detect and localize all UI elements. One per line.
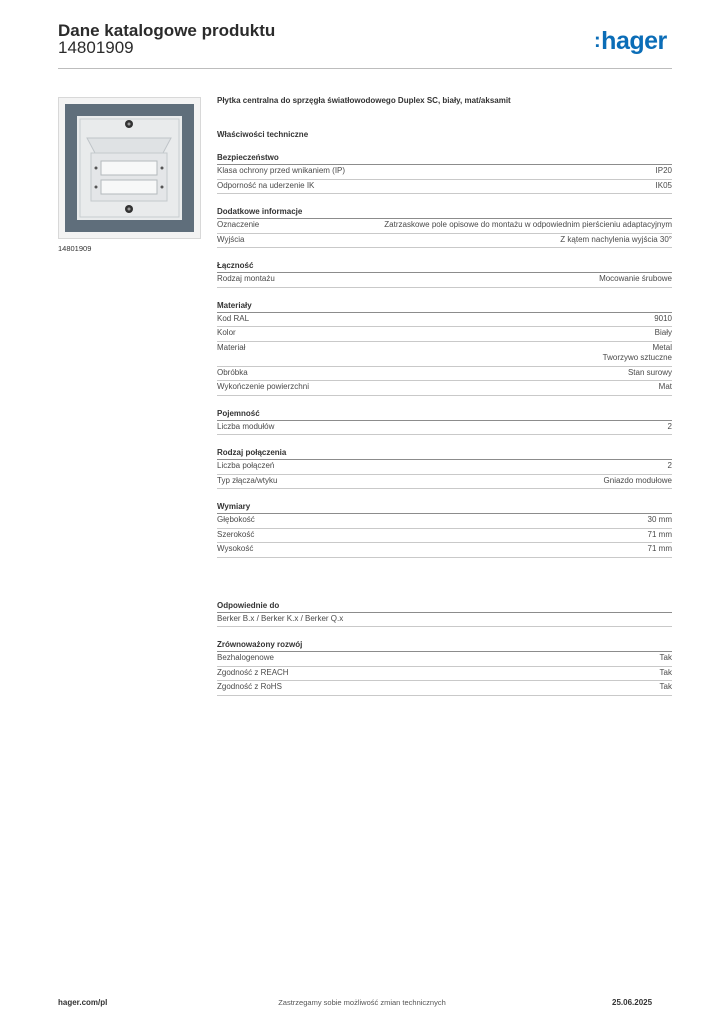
image-caption: 14801909 <box>58 244 92 253</box>
spec-row: Wykończenie powierzchni Mat <box>217 381 672 396</box>
product-image <box>58 97 201 239</box>
spec-value: Tak <box>659 682 672 691</box>
spec-row: Odporność na uderzenie IK IK05 <box>217 180 672 194</box>
product-illustration <box>65 104 194 232</box>
spec-group-title: Zrównoważony rozwój <box>217 640 672 652</box>
spec-label: Zgodność z RoHS <box>217 682 282 691</box>
spec-label: Kod RAL <box>217 313 250 323</box>
spec-value: IK05 <box>655 180 672 190</box>
spec-row: Wysokość 71 mm <box>217 543 672 558</box>
footer-website: hager.com/pl <box>58 998 108 1007</box>
page-title: Dane katalogowe produktu <box>58 21 276 40</box>
spec-row: Oznaczenie Zatrzaskowe pole opisowe do mo… <box>217 219 672 234</box>
spec-group-title: Odpowiednie do <box>217 601 672 613</box>
spec-value: Zatrzaskowe pole opisowe do montażu w od… <box>384 220 672 229</box>
spec-value: Metal Tworzywo sztuczne <box>602 342 672 363</box>
spec-group-title: Dodatkowe informacje <box>217 207 672 219</box>
spec-row: Klasa ochrony przed wnikaniem (IP) IP20 <box>217 165 672 180</box>
spec-value: Mat <box>658 382 672 391</box>
spec-group-title: Rodzaj połączenia <box>217 448 672 460</box>
footer-date: 25.06.2025 <box>612 998 653 1007</box>
spec-value: 30 mm <box>647 515 672 524</box>
spec-label: Zgodność z REACH <box>217 667 289 677</box>
spec-label: Klasa ochrony przed wnikaniem (IP) <box>217 166 346 175</box>
spec-row: Zgodność z REACH Tak <box>217 667 672 681</box>
spec-value: Z kątem nachylenia wyjścia 30° <box>560 234 672 244</box>
spec-label: Oznaczenie <box>217 220 260 229</box>
product-code: 14801909 <box>58 38 134 57</box>
spec-value: Stan surowy <box>627 367 672 377</box>
spec-row: Głębokość 30 mm <box>217 514 672 529</box>
footer-disclaimer: Zastrzegamy sobie możliwość zmian techni… <box>278 998 446 1007</box>
spec-value: 9010 <box>654 313 672 323</box>
spec-label: Bezhalogenowe <box>217 653 274 662</box>
spec-value: IP20 <box>655 166 672 175</box>
spec-label: Liczba modułów <box>217 421 275 431</box>
spec-group-title: Wymiary <box>217 502 672 514</box>
spec-value: 71 mm <box>647 544 672 553</box>
spec-row: Materiał Metal Tworzywo sztuczne <box>217 342 672 367</box>
spec-row: Berker B.x / Berker K.x / Berker Q.x <box>217 613 672 627</box>
spec-row: Wyjścia Z kątem nachylenia wyjścia 30° <box>217 234 672 248</box>
spec-value: 71 mm <box>647 529 672 539</box>
spec-group-title: Łączność <box>217 261 672 273</box>
spec-row: Kod RAL 9010 <box>217 313 672 327</box>
header-divider <box>58 68 672 69</box>
spec-label: Obróbka <box>217 367 248 377</box>
spec-label: Szerokość <box>217 529 255 539</box>
spec-row: Obróbka Stan surowy <box>217 367 672 381</box>
spec-label: Głębokość <box>217 515 255 524</box>
spec-row: Szerokość 71 mm <box>217 529 672 543</box>
spec-label: Wysokość <box>217 544 254 553</box>
spec-value: Mocowanie śrubowe <box>599 274 672 283</box>
product-details: Płytka centralna do sprzęgła światłowodo… <box>217 96 672 696</box>
spec-group-title: Bezpieczeństwo <box>217 153 672 165</box>
spec-row: Liczba połączeń 2 <box>217 460 672 475</box>
product-name: Płytka centralna do sprzęgła światłowodo… <box>217 96 511 105</box>
spec-label: Materiał <box>217 342 246 352</box>
spec-row: Typ złącza/wtyku Gniazdo modułowe <box>217 475 672 489</box>
spec-group-title: Pojemność <box>217 409 672 421</box>
spec-value: 2 <box>667 421 672 431</box>
spec-value: Tak <box>659 667 672 677</box>
spec-label: Liczba połączeń <box>217 461 275 470</box>
spec-label: Rodzaj montażu <box>217 274 275 283</box>
spec-group-title: Materiały <box>217 301 672 313</box>
technical-properties-heading: Właściwości techniczne <box>217 130 309 139</box>
spec-row: Kolor Biały <box>217 327 672 342</box>
spec-label: Odporność na uderzenie IK <box>217 180 315 190</box>
spec-row: Bezhalogenowe Tak <box>217 652 672 667</box>
spec-label: Wyjścia <box>217 234 245 244</box>
spec-row: Zgodność z RoHS Tak <box>217 681 672 696</box>
spec-value: 2 <box>667 461 672 470</box>
spec-row: Rodzaj montażu Mocowanie śrubowe <box>217 273 672 288</box>
spec-label: Typ złącza/wtyku <box>217 475 278 485</box>
hager-logo: :hager <box>594 27 667 55</box>
spec-value: Gniazdo modułowe <box>603 475 672 485</box>
spacer <box>217 558 672 588</box>
spec-label: Berker B.x / Berker K.x / Berker Q.x <box>217 613 344 623</box>
spec-value: Tak <box>659 653 672 662</box>
spec-value: Biały <box>654 328 672 337</box>
spec-label: Wykończenie powierzchni <box>217 382 309 391</box>
spec-row: Liczba modułów 2 <box>217 421 672 435</box>
spec-label: Kolor <box>217 328 236 337</box>
